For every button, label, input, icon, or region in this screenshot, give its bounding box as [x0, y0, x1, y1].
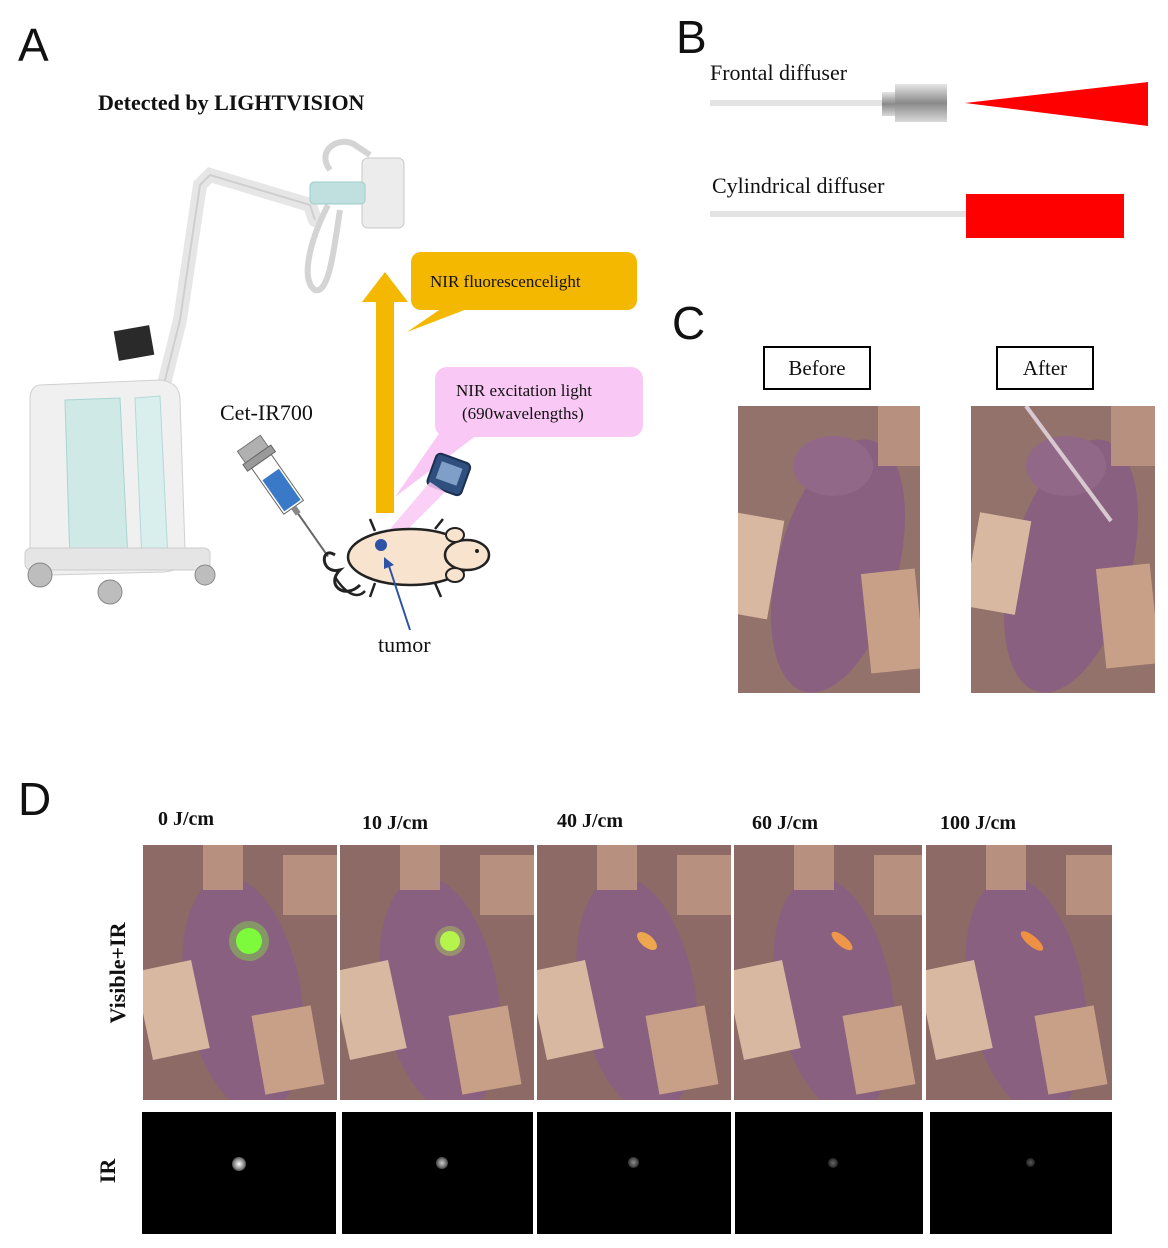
- fluorescence-callout-bubble: [407, 252, 637, 332]
- tumor-label: tumor: [378, 632, 431, 657]
- panel-label-b: B: [676, 11, 707, 63]
- after-photo: [971, 406, 1155, 693]
- visible-ir-photo-0: [143, 845, 337, 1100]
- before-label: Before: [763, 346, 871, 390]
- panel-label-d: D: [18, 773, 52, 825]
- before-photo: [738, 406, 920, 693]
- frontal-diffuser-diagram: [710, 82, 1148, 126]
- panel-label-a: A: [18, 19, 49, 71]
- tumor-marker: [375, 539, 387, 551]
- ir-signal-spot: [1026, 1158, 1035, 1167]
- lightvision-device-illustration: [24, 138, 405, 605]
- panel-label-c: C: [672, 297, 706, 349]
- syringe-icon: [236, 434, 329, 558]
- ir-signal-spot: [436, 1157, 448, 1169]
- dose-label-60: 60 J/cm: [752, 812, 819, 834]
- ir-signal-spot: [828, 1158, 838, 1168]
- dose-label-40: 40 J/cm: [557, 810, 624, 832]
- ir-image-0: [142, 1112, 336, 1234]
- ir-signal-spot: [232, 1157, 246, 1171]
- after-label: After: [996, 346, 1094, 390]
- visible-ir-photo-60: [734, 845, 922, 1100]
- dose-label-10: 10 J/cm: [362, 812, 429, 834]
- ir-image-40: [537, 1112, 731, 1234]
- frontal-diffuser-label: Frontal diffuser: [710, 60, 848, 85]
- visible-ir-photo-40: [537, 845, 731, 1100]
- excitation-label-line1: NIR excitation light: [456, 381, 592, 400]
- mouse-illustration: [322, 518, 491, 598]
- ir-image-10: [342, 1112, 533, 1234]
- visible-ir-photo-10: [340, 845, 534, 1100]
- excitation-beam: [385, 482, 445, 542]
- row-label-ir: IR: [95, 1158, 120, 1184]
- cylindrical-diffuser-label: Cylindrical diffuser: [712, 173, 885, 198]
- fluorescence-label: NIR fluorescencelight: [430, 272, 581, 291]
- ir-signal-spot: [628, 1157, 639, 1168]
- row-label-visible-ir: Visible+IR: [105, 922, 130, 1024]
- dose-label-0: 0 J/cm: [158, 808, 215, 830]
- ir-image-60: [735, 1112, 923, 1234]
- light-source-icon: [426, 452, 472, 497]
- drug-label: Cet-IR700: [220, 400, 313, 425]
- tumor-pointer-arrow: [384, 557, 411, 631]
- panel-a-title: Detected by LIGHTVISION: [98, 90, 365, 115]
- visible-ir-photo-100: [926, 845, 1112, 1100]
- dose-label-100: 100 J/cm: [940, 812, 1017, 834]
- excitation-label-line2: (690wavelengths): [462, 404, 584, 423]
- cylindrical-diffuser-diagram: [710, 194, 1124, 238]
- fluorescence-arrow: [362, 272, 408, 513]
- ir-image-100: [930, 1112, 1112, 1234]
